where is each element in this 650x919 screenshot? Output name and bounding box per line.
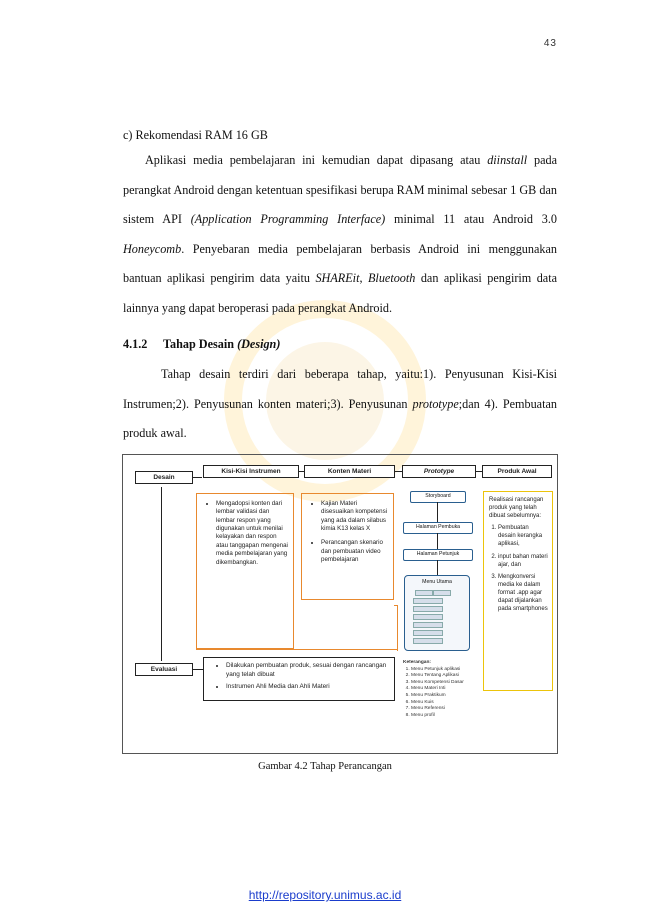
header-produk-awal: Produk Awal <box>482 465 552 478</box>
repository-link[interactable]: http://repository.unimus.ac.id <box>248 888 402 902</box>
design-stage-diagram: Desain Kisi-Kisi Instrumen Konten Materi… <box>122 454 558 754</box>
konten-item: Perancangan skenario dan pembuatan video… <box>321 539 389 564</box>
arrow-evaluasi <box>193 669 203 670</box>
keterangan-item: Menu Materi Inti <box>411 686 475 693</box>
header-kisi-kisi: Kisi-Kisi Instrumen <box>203 465 299 478</box>
bracket-line <box>196 649 398 650</box>
vertical-arrow-desain-evaluasi <box>161 487 162 661</box>
prototype-halaman-pembuka: Halaman Pembuka <box>403 522 473 534</box>
menu-row <box>413 614 443 620</box>
prototype-storyboard: Storyboard <box>410 491 466 503</box>
menu-row <box>433 590 451 596</box>
menu-row <box>413 598 443 604</box>
desain-box: Desain <box>135 471 193 484</box>
evaluasi-box: Evaluasi <box>135 663 193 676</box>
konten-materi-content: Kajian Materi disesuaikan kompetensi yan… <box>301 493 394 600</box>
header-konten-materi: Konten Materi <box>304 465 395 478</box>
keterangan-item: Menu Praktikum <box>411 693 475 700</box>
menu-row <box>413 630 443 636</box>
produk-intro: Realisasi rancangan produk yang telah di… <box>489 497 544 520</box>
keterangan-item: Menu Tentang Aplikasi <box>411 673 475 680</box>
figure-caption: Gambar 4.2 Tahap Perancangan <box>258 761 392 772</box>
prototype-menu-utama: Menu Utama <box>404 575 470 651</box>
arrow-konten-prototype <box>395 471 402 472</box>
keterangan-item: Menu Kompetensi Dasar <box>411 680 475 687</box>
menu-utama-label: Menu Utama <box>422 579 452 585</box>
keterangan-item: Menu Kuis <box>411 700 475 707</box>
subheading-ram: c) Rekomendasi RAM 16 GB <box>123 128 268 142</box>
kisi-item: Mengadopsi konten dari lembar validasi d… <box>216 500 289 567</box>
arrow-proto <box>437 533 438 549</box>
arrow-desain <box>193 477 202 478</box>
menu-row <box>415 590 433 596</box>
keterangan-item: Menu Referensi <box>411 706 475 713</box>
university-seal-watermark-inner <box>266 342 384 460</box>
menu-row <box>413 638 443 644</box>
keterangan-list: Keterangan: Menu Petunjuk aplikasi Menu … <box>403 660 475 719</box>
bracket-line <box>397 605 398 651</box>
header-prototype: Prototype <box>402 465 476 478</box>
keterangan-title: Keterangan: <box>403 660 431 665</box>
arrow-proto <box>437 560 438 575</box>
evaluasi-content: Dilakukan pembuatan produk, sesuai denga… <box>203 657 395 701</box>
konten-item: Kajian Materi disesuaikan kompetensi yan… <box>321 500 389 533</box>
bracket-line <box>394 605 398 606</box>
arrow-prototype-produk <box>476 471 482 472</box>
evaluasi-item: Instrumen Ahli Media dan Ahli Materi <box>226 683 388 692</box>
menu-row <box>413 606 443 612</box>
menu-row <box>413 622 443 628</box>
keterangan-item: Menu Petunjuk aplikasi <box>411 667 475 674</box>
paragraph-design-stages: Tahap desain terdiri dari beberapa tahap… <box>123 367 557 440</box>
produk-item: Pembuatan desain kerangka aplikasi, <box>498 524 548 548</box>
paragraph-installation: Aplikasi media pembelajaran ini kemudian… <box>123 153 558 315</box>
arrow-kisi-konten <box>299 471 304 472</box>
produk-awal-content: Realisasi rancangan produk yang telah di… <box>483 491 553 691</box>
evaluasi-item: Dilakukan pembuatan produk, sesuai denga… <box>226 662 388 679</box>
arrow-proto <box>437 502 438 522</box>
kisi-kisi-content: Mengadopsi konten dari lembar validasi d… <box>196 493 294 649</box>
prototype-halaman-petunjuk: Halaman Petunjuk <box>403 549 473 561</box>
keterangan-item: Menu profil <box>411 713 475 720</box>
produk-item: Mengkonversi media ke dalam format .app … <box>498 573 548 613</box>
produk-item: input bahan materi ajar, dan <box>498 553 548 569</box>
page-number: 43 <box>543 38 557 49</box>
